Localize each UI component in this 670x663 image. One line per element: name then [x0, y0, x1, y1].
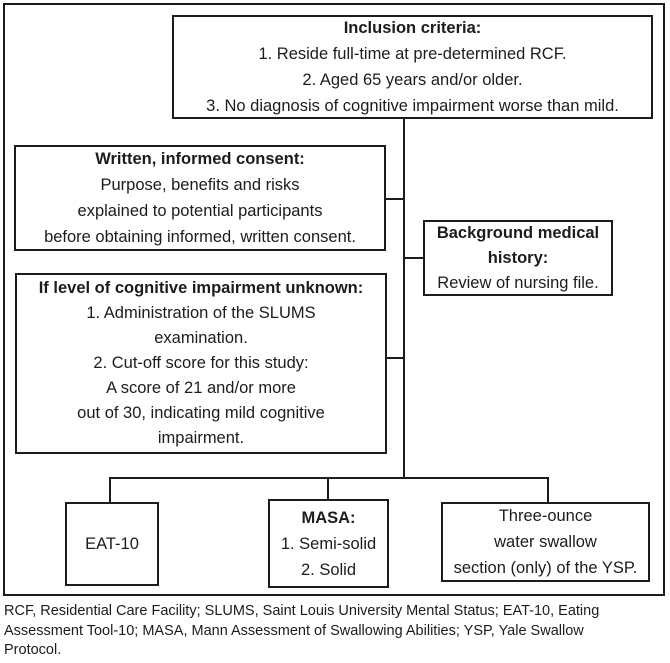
water-swallow-body: Three-ounce water swallow section (only)… — [453, 507, 638, 577]
eat10-body: EAT-10 — [85, 535, 139, 553]
connector-bottom-junction — [109, 477, 549, 479]
connector-spine — [403, 119, 405, 479]
connector-background-history — [405, 257, 423, 259]
masa-body: 1. Semi-solid 2. Solid — [280, 534, 377, 579]
informed-consent-box: Written, informed consent: Purpose, bene… — [14, 145, 386, 251]
masa-box: MASA: 1. Semi-solid 2. Solid — [268, 499, 389, 588]
figure-caption: RCF, Residential Care Facility; SLUMS, S… — [4, 603, 600, 658]
inclusion-criteria-title: Inclusion criteria: — [343, 19, 482, 37]
connector-drop-eat10 — [109, 477, 111, 502]
water-swallow-box: Three-ounce water swallow section (only)… — [441, 502, 650, 582]
inclusion-criteria-box: Inclusion criteria: 1. Reside full-time … — [172, 15, 653, 119]
slums-title: If level of cognitive impairment unknown… — [38, 279, 364, 297]
informed-consent-body: Purpose, benefits and risks explained to… — [44, 176, 356, 246]
masa-title: MASA: — [301, 508, 356, 527]
background-history-title: Background medical history: — [436, 223, 600, 267]
background-history-box: Background medical history: Review of nu… — [423, 220, 613, 296]
connector-consent — [386, 198, 403, 200]
background-history-body: Review of nursing file. — [437, 273, 599, 292]
slums-body: 1. Administration of the SLUMS examinati… — [77, 304, 325, 447]
informed-consent-title: Written, informed consent: — [95, 150, 305, 168]
inclusion-criteria-body: 1. Reside full-time at pre-determined RC… — [206, 45, 619, 115]
slums-box: If level of cognitive impairment unknown… — [15, 273, 387, 454]
connector-drop-masa — [327, 477, 329, 499]
connector-slums — [387, 357, 403, 359]
connector-drop-water-swallow — [547, 477, 549, 502]
eat10-box: EAT-10 — [65, 502, 159, 586]
